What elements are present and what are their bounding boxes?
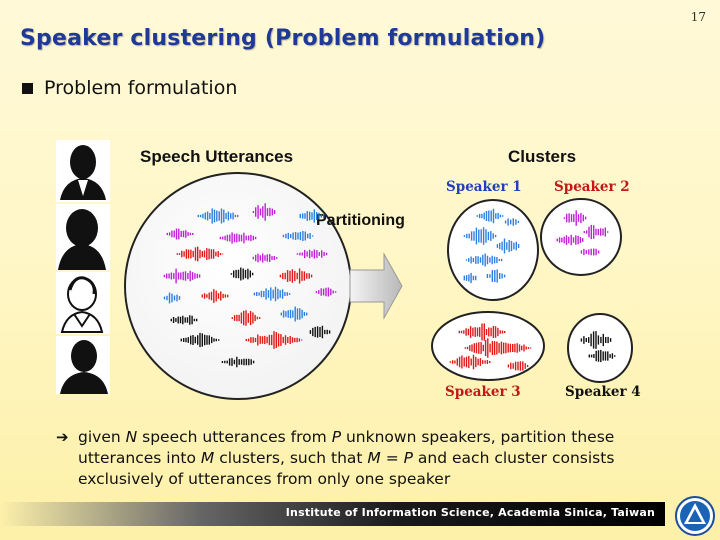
waveform-glyph	[496, 238, 520, 254]
waveform-glyph	[504, 218, 520, 226]
waveform-glyph	[230, 267, 254, 281]
waveform-glyph	[464, 338, 532, 358]
slide-number: 17	[690, 10, 706, 24]
waveform-glyph	[176, 246, 224, 262]
waveform-glyph	[166, 228, 194, 240]
waveform-glyph	[221, 356, 255, 368]
waveform-glyph	[163, 292, 181, 304]
waveform-glyph	[588, 349, 616, 363]
waveform-glyph	[231, 310, 261, 326]
waveform-glyph	[282, 231, 314, 241]
waveform-glyph	[486, 269, 506, 283]
waveform-glyph	[280, 306, 308, 322]
waveform-glyph	[315, 287, 337, 297]
waveform-glyph	[583, 224, 609, 240]
footer-bar: Institute of Information Science, Academ…	[0, 502, 665, 526]
clusters-heading: Clusters	[508, 147, 576, 166]
speaker-4-label: Speaker 4	[565, 384, 641, 400]
waveform-glyph	[296, 249, 328, 259]
waveform-glyph	[219, 232, 257, 244]
waveform-glyph	[253, 286, 291, 302]
waveform-glyph	[163, 268, 201, 284]
waveform-glyph	[556, 234, 584, 246]
waveform-glyph	[449, 354, 491, 370]
waveform-glyph	[580, 331, 612, 349]
waveform-glyph	[180, 332, 220, 348]
waveform-glyph	[463, 227, 497, 245]
waveform-glyph	[476, 208, 504, 224]
bullet-square-icon	[22, 82, 33, 94]
waveform-glyph	[279, 268, 313, 284]
waveform-glyph	[507, 361, 529, 371]
utterances-circle	[124, 172, 352, 400]
person-female-icon	[56, 204, 110, 270]
partitioning-label: Partitioning	[316, 212, 405, 229]
bullet-problem-formulation: Problem formulation	[22, 77, 237, 99]
waveform-glyph	[252, 203, 276, 221]
waveform-glyph	[252, 253, 278, 263]
waveform-glyph	[201, 289, 229, 303]
waveform-glyph	[580, 248, 600, 256]
figure-canvas: Speech Utterances Partitioning Clusters …	[56, 140, 641, 400]
person-male-icon	[56, 140, 110, 202]
waveform-glyph	[563, 210, 587, 226]
speaker-2-label: Speaker 2	[554, 179, 630, 195]
speaker-3-label: Speaker 3	[445, 384, 521, 400]
description-text: given N speech utterances from P unknown…	[78, 428, 615, 488]
waveform-glyph	[458, 323, 506, 341]
waveform-glyph	[463, 272, 477, 284]
description-sub-bullet: ➔ given N speech utterances from P unkno…	[56, 427, 696, 490]
arrow-bullet-icon: ➔	[56, 428, 69, 446]
person-elderly-icon	[56, 272, 110, 334]
speaker-1-label: Speaker 1	[446, 179, 522, 195]
waveform-glyph	[170, 315, 198, 325]
person-child-icon	[56, 336, 110, 394]
slide-title: Speaker clustering (Problem formulation)	[20, 26, 546, 51]
cluster-speaker-4	[567, 313, 633, 383]
institute-logo-icon	[675, 496, 715, 536]
waveform-glyph	[299, 209, 325, 223]
waveform-glyph	[245, 331, 303, 349]
waveform-glyph	[197, 208, 239, 224]
waveform-glyph	[465, 253, 503, 267]
speech-utterances-heading: Speech Utterances	[140, 147, 293, 166]
footer-institution: Institute of Information Science, Academ…	[285, 506, 655, 519]
bullet-text: Problem formulation	[44, 77, 238, 99]
partition-arrow-icon	[349, 252, 403, 320]
speaker-silhouettes	[56, 140, 110, 394]
waveform-glyph	[309, 325, 331, 339]
speaker-clustering-figure: Speech Utterances Partitioning Clusters …	[50, 136, 690, 406]
waveform-group	[163, 203, 616, 371]
